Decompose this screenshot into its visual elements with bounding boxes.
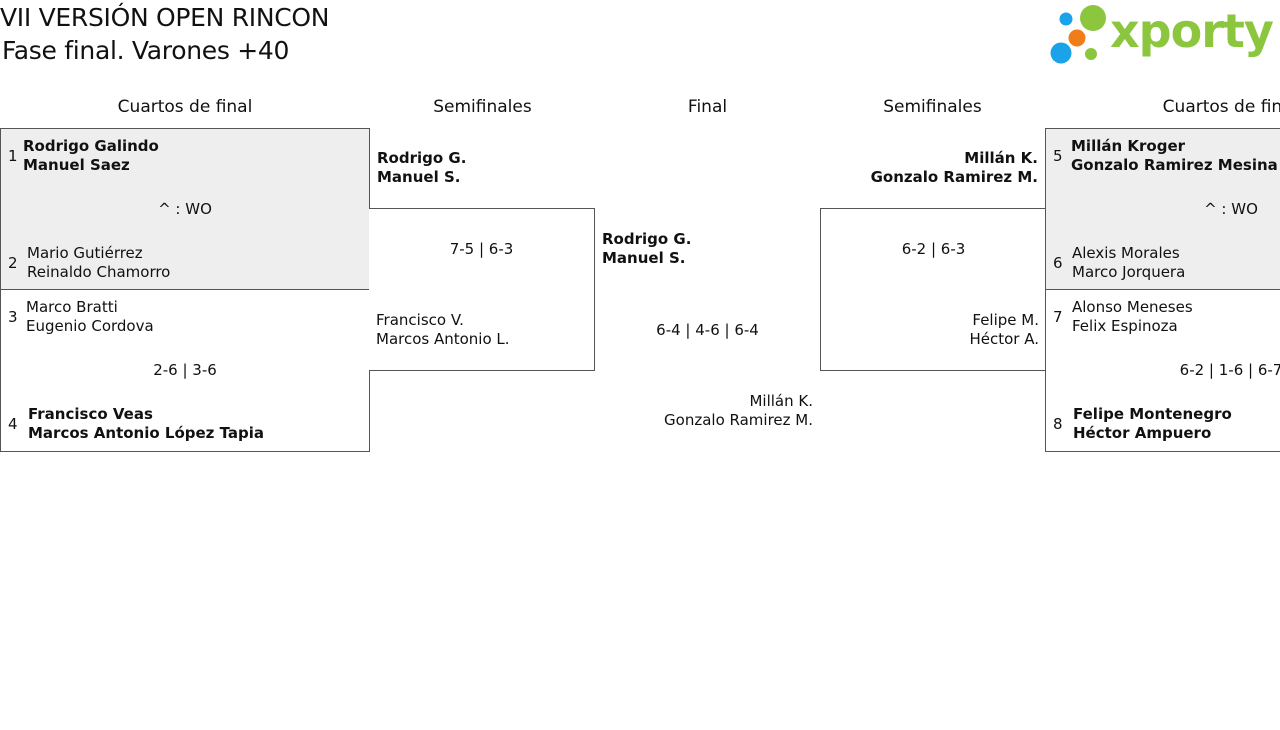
player-name: Manuel S.: [377, 168, 461, 186]
round-header-final: Final: [687, 97, 728, 117]
player-name: Rodrigo G.: [377, 149, 467, 167]
team-entry[interactable]: Alonso Meneses Felix Espinoza: [1072, 298, 1193, 336]
quarterfinal-match-4[interactable]: 7 Alonso Meneses Felix Espinoza 6-2 | 1-…: [1045, 289, 1280, 452]
seed-number: 7: [1053, 308, 1063, 326]
team-entry[interactable]: Millán K. Gonzalo Ramirez M.: [825, 149, 1038, 187]
team-entry[interactable]: Francisco V. Marcos Antonio L.: [376, 311, 510, 349]
player-name: Felipe Montenegro: [1073, 405, 1232, 423]
player-name: Millán Kroger: [1071, 137, 1186, 155]
player-name: Marco Bratti: [26, 298, 118, 316]
player-name: Héctor A.: [969, 330, 1039, 348]
logo-wordmark: xporty: [1110, 4, 1274, 58]
semifinal-match-2[interactable]: 6-2 | 6-3 Felipe M. Héctor A.: [820, 208, 1046, 371]
match-score: 7-5 | 6-3: [449, 240, 514, 258]
player-name: Millán K.: [749, 392, 813, 410]
team-entry[interactable]: Millán K. Gonzalo Ramirez M.: [600, 392, 813, 430]
team-entry[interactable]: Rodrigo Galindo Manuel Saez: [23, 137, 159, 175]
player-name: Francisco Veas: [28, 405, 153, 423]
round-header-right-semis: Semifinales: [883, 97, 982, 117]
match-score: 6-2 | 1-6 | 6-7: [1179, 361, 1280, 379]
team-entry[interactable]: Marco Bratti Eugenio Cordova: [26, 298, 154, 336]
match-score: ^ : WO: [1204, 200, 1258, 218]
quarterfinal-match-3[interactable]: 5 Millán Kroger Gonzalo Ramirez Mesina ^…: [1045, 128, 1280, 290]
round-header-left-quarters: Cuartos de final: [117, 97, 253, 117]
player-name: Marcos Antonio López Tapia: [28, 424, 265, 442]
team-entry[interactable]: Rodrigo G. Manuel S.: [377, 149, 466, 187]
xporty-logo[interactable]: xporty: [1050, 4, 1274, 66]
player-name: Millán K.: [964, 149, 1038, 167]
team-entry[interactable]: Alexis Morales Marco Jorquera: [1072, 244, 1185, 282]
semifinal-match-1[interactable]: 7-5 | 6-3 Francisco V. Marcos Antonio L.: [369, 208, 595, 371]
seed-number: 5: [1053, 147, 1063, 165]
tournament-subtitle: Fase final. Varones +40: [2, 36, 290, 65]
player-name: Rodrigo Galindo: [23, 137, 159, 155]
seed-number: 2: [8, 254, 18, 272]
round-header-left-semis: Semifinales: [433, 97, 532, 117]
player-name: Felix Espinoza: [1072, 317, 1178, 335]
team-entry[interactable]: Felipe Montenegro Héctor Ampuero: [1073, 405, 1232, 443]
match-score: 2-6 | 3-6: [153, 361, 217, 379]
player-name: Alexis Morales: [1072, 244, 1180, 262]
player-name: Gonzalo Ramirez M.: [870, 168, 1038, 186]
player-name: Gonzalo Ramirez Mesina: [1071, 156, 1278, 174]
player-name: Francisco V.: [376, 311, 464, 329]
match-score: ^ : WO: [158, 200, 212, 218]
player-name: Rodrigo G.: [602, 230, 692, 248]
logo-dots-icon: [1050, 5, 1106, 64]
player-name: Mario Gutiérrez: [27, 244, 143, 262]
player-name: Felipe M.: [972, 311, 1039, 329]
player-name: Manuel Saez: [23, 156, 130, 174]
seed-number: 4: [8, 415, 18, 433]
player-name: Gonzalo Ramirez M.: [664, 411, 813, 429]
quarterfinal-match-1[interactable]: 1 Rodrigo Galindo Manuel Saez ^ : WO 2 M…: [0, 128, 370, 290]
player-name: Héctor Ampuero: [1073, 424, 1212, 442]
player-name: Reinaldo Chamorro: [27, 263, 171, 281]
final-score: 6-4 | 4-6 | 6-4: [656, 321, 759, 339]
team-entry[interactable]: Millán Kroger Gonzalo Ramirez Mesina: [1071, 137, 1278, 175]
player-name: Manuel S.: [602, 249, 686, 267]
seed-number: 3: [8, 308, 18, 326]
player-name: Marco Jorquera: [1072, 263, 1186, 281]
team-entry[interactable]: Mario Gutiérrez Reinaldo Chamorro: [27, 244, 170, 282]
match-score: 6-2 | 6-3: [901, 240, 966, 258]
player-name: Eugenio Cordova: [26, 317, 154, 335]
round-header-right-quarters: Cuartos de final: [1162, 97, 1280, 117]
team-entry[interactable]: Rodrigo G. Manuel S.: [602, 230, 691, 268]
team-entry[interactable]: Francisco Veas Marcos Antonio López Tapi…: [28, 405, 264, 443]
seed-number: 8: [1053, 415, 1063, 433]
seed-number: 1: [8, 147, 18, 165]
seed-number: 6: [1053, 254, 1063, 272]
player-name: Marcos Antonio L.: [376, 330, 510, 348]
quarterfinal-match-2[interactable]: 3 Marco Bratti Eugenio Cordova 2-6 | 3-6…: [0, 289, 370, 452]
team-entry[interactable]: Felipe M. Héctor A.: [826, 311, 1039, 349]
player-name: Alonso Meneses: [1072, 298, 1193, 316]
tournament-title: VII VERSIÓN OPEN RINCON: [0, 3, 330, 32]
